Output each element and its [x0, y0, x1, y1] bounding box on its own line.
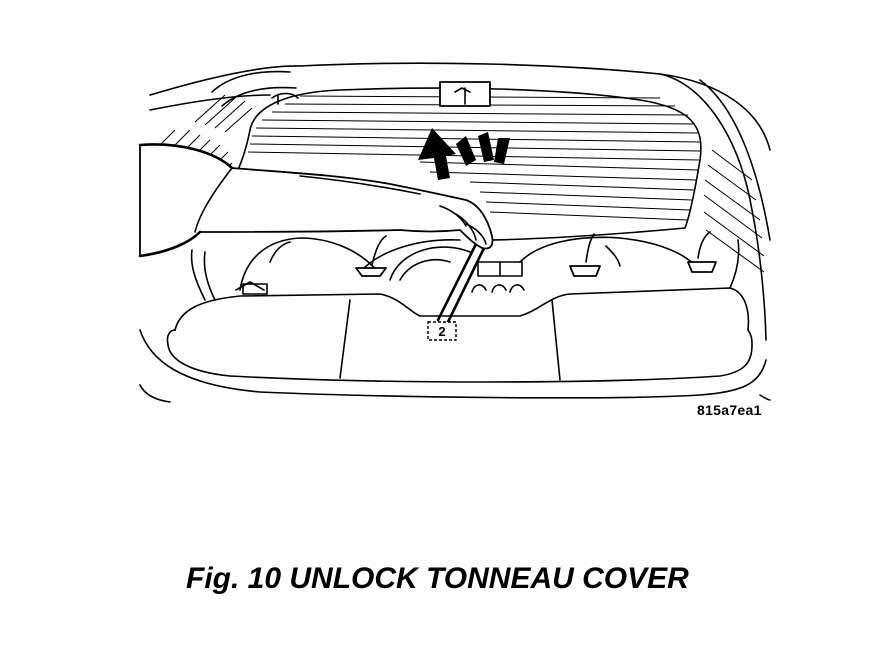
callout-number: 2: [438, 324, 445, 339]
vehicle-body-outline: [139, 62, 771, 403]
pull-direction-arrow: [418, 128, 510, 180]
figure-reference-code: 815a7ea1: [697, 402, 762, 418]
callout-marker: 2: [427, 321, 457, 341]
tonneau-cover-panel: [166, 239, 753, 383]
figure-caption: Fig. 10 UNLOCK TONNEAU COVER: [186, 562, 689, 595]
hand-arm: [138, 143, 494, 258]
rear-seats: [235, 231, 717, 293]
rear-window: [237, 81, 702, 241]
release-rod: [436, 238, 488, 324]
